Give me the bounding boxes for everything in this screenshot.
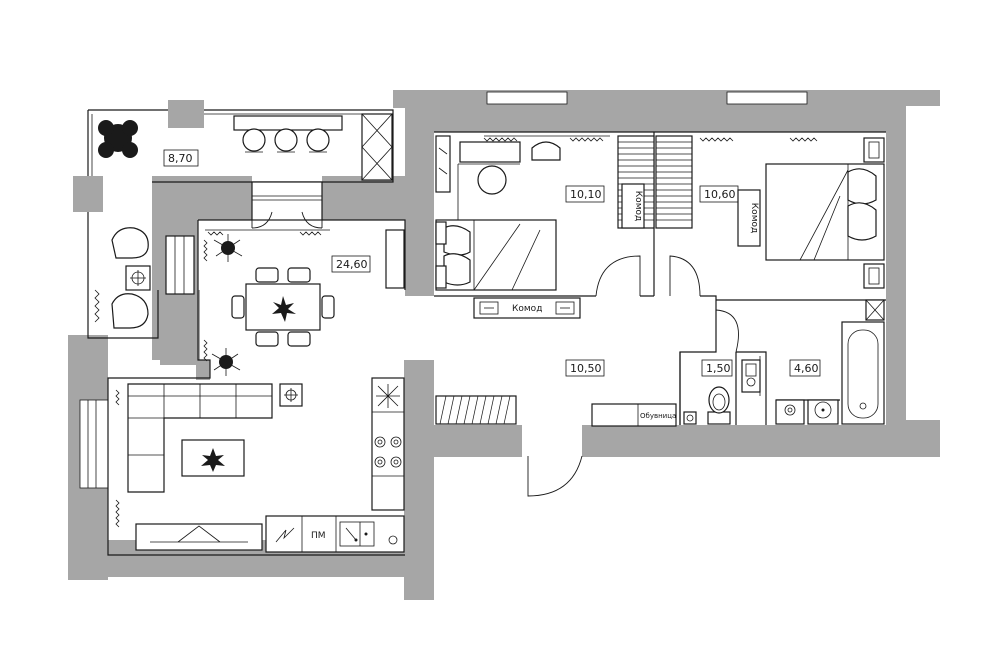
dresser-left-label: Комод bbox=[633, 191, 643, 221]
balcony: 8,70 bbox=[87, 109, 394, 339]
dresser-right-label: Комод bbox=[749, 203, 759, 233]
room-area-bath: 4,60 bbox=[794, 362, 819, 375]
stove-icon bbox=[374, 436, 402, 468]
sink-icon bbox=[807, 399, 839, 425]
room-area-hall: 10,50 bbox=[570, 362, 602, 375]
dresser-hall-label: Комод bbox=[512, 304, 542, 314]
plant-icon bbox=[98, 120, 138, 158]
room-area-balcony: 8,70 bbox=[168, 152, 193, 165]
bathtub-icon bbox=[841, 321, 885, 425]
room-area-bedroom-left: 10,10 bbox=[570, 188, 602, 201]
shoe-rack-label: Обувница bbox=[640, 412, 676, 420]
bathroom: 4,60 bbox=[736, 299, 885, 425]
sink-icon bbox=[339, 521, 398, 547]
room-area-wc: 1,50 bbox=[706, 362, 731, 375]
dishwasher-label: ПМ bbox=[311, 531, 326, 541]
bedroom-left: Комод 10,10 bbox=[434, 131, 886, 296]
plant-icon bbox=[211, 348, 241, 376]
lamp-icon bbox=[376, 384, 400, 408]
plant-icon bbox=[201, 448, 225, 472]
wc: 1,50 bbox=[679, 309, 739, 425]
hall: Комод 10,50 Обувница bbox=[434, 255, 886, 497]
bedroom-right: Комод 10,60 bbox=[655, 135, 885, 289]
walls bbox=[68, 90, 940, 600]
plant-icon bbox=[213, 234, 243, 262]
plant-icon bbox=[272, 296, 296, 322]
toilet-icon bbox=[707, 386, 731, 425]
room-area-living: 24,60 bbox=[336, 258, 368, 271]
room-area-bedroom-right: 10,60 bbox=[704, 188, 736, 201]
living-room: 24,60 bbox=[107, 181, 406, 556]
